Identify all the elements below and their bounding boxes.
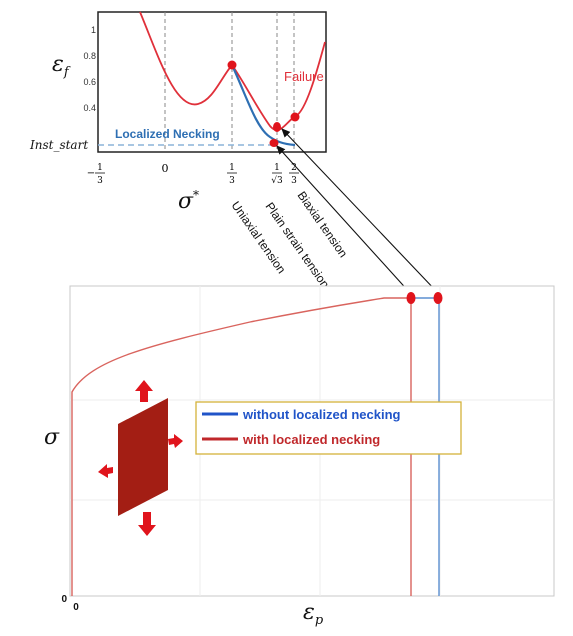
necking-label: Localized Necking: [115, 127, 220, 141]
specimen-sheet: [118, 398, 168, 516]
x-tick-numerator: 1: [274, 163, 280, 173]
arrow-left-icon: [98, 464, 113, 478]
stress-strain-curve: [71, 297, 411, 596]
legend-box: [195, 401, 462, 455]
necking-point-marker: [406, 292, 416, 304]
x-tick-denominator: 3: [229, 176, 235, 186]
biaxial-failure-marker: [290, 112, 300, 122]
specimen-illustration: [98, 380, 183, 536]
y-tick-label: 0.8: [83, 51, 96, 61]
x-symbol-sub: p: [315, 613, 324, 628]
x-axis-symbol-epsilon: εp: [303, 600, 324, 628]
origin-x-label: 0: [73, 602, 79, 613]
plane-strain-failure-marker: [273, 122, 281, 132]
origin-y-label: 0: [61, 594, 67, 605]
x-tick-numerator: 1: [229, 163, 235, 173]
arrow-right-icon: [168, 434, 183, 448]
bottom-chart: σ εp 0 0 without localized necking with …: [44, 285, 555, 628]
necking-curve: [231, 64, 296, 147]
failure-label: Failure: [284, 69, 324, 84]
x-symbol: σ: [178, 189, 194, 214]
x-tick-denominator: √3: [271, 175, 283, 186]
y-tick-label: 0.4: [83, 103, 96, 113]
arrow-failure: [281, 128, 439, 294]
legend: without localized necking with localized…: [195, 401, 462, 455]
x-tick-denominator: 3: [97, 176, 103, 186]
state-labels: Uniaxial tension Plain strain tension Bi…: [229, 189, 351, 291]
x-tick-numerator: 1: [97, 163, 103, 173]
arrow-up-icon: [135, 380, 153, 402]
x-tick-sign: −: [87, 168, 95, 179]
y-axis-symbol-sigma: σ: [44, 425, 60, 450]
failure-curve: [139, 11, 326, 131]
legend-label-without: without localized necking: [242, 407, 401, 422]
top-chart: 1 0.8 0.6 0.4 εf Inst_start Failure Loca…: [29, 11, 327, 214]
x-tick-denominator: 3: [291, 176, 297, 186]
inst-start-label: Inst_start: [29, 138, 88, 152]
x-axis-symbol: σ*: [178, 188, 199, 214]
y-tick-label: 0.6: [83, 77, 96, 87]
connector-arrows: [276, 128, 439, 295]
failure-point-marker: [433, 292, 443, 304]
arrow-necking: [276, 145, 412, 295]
x-tick-label: 0: [162, 162, 169, 175]
y-tick-label: 1: [91, 25, 96, 35]
legend-label-with: with localized necking: [242, 432, 380, 447]
y-symbol: ε: [52, 52, 64, 77]
x-symbol-sup: *: [193, 188, 199, 202]
necking-marker: [269, 139, 279, 147]
x-tick-numerator: 2: [291, 163, 297, 173]
y-symbol-sub: f: [63, 65, 71, 80]
uniaxial-failure-marker: [227, 60, 237, 70]
x-symbol: ε: [303, 600, 315, 625]
y-axis-symbol: εf: [52, 52, 71, 80]
arrow-down-icon: [138, 512, 156, 536]
